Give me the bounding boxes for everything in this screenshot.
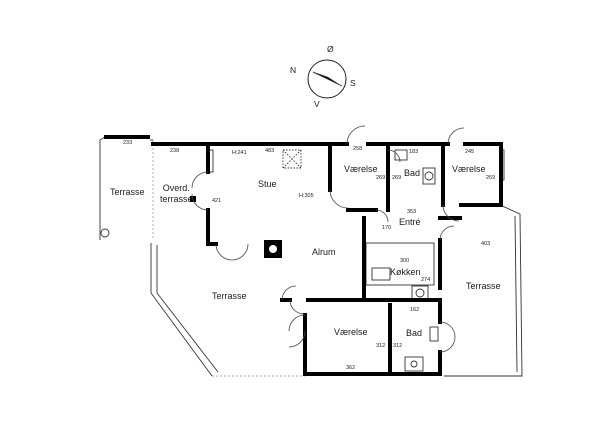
room-label-vaerelse-bottom: Værelse	[334, 327, 368, 337]
dimension-label: 421	[212, 198, 222, 204]
room-label-entre: Entré	[399, 217, 421, 227]
room-label-bad-bottom: Bad	[406, 328, 423, 338]
dimension-label: 403	[481, 241, 491, 247]
room-label-stue: Stue	[258, 179, 277, 189]
compass-north-label: N	[290, 65, 297, 75]
room-label-line: terrasse	[160, 194, 193, 204]
dimension-label: 269	[486, 175, 496, 181]
compass-east-label: Ø	[327, 44, 334, 54]
compass-west-label: V	[314, 99, 320, 109]
dimension-label: H:305	[299, 193, 314, 199]
dimension-label: 312	[376, 343, 386, 349]
dimension-label: 300	[400, 258, 410, 264]
dimension-label: 258	[353, 146, 363, 152]
dimension-label: 162	[410, 307, 420, 313]
room-label-terrasse-south: Terrasse	[212, 291, 247, 301]
dimension-label: 170	[382, 225, 392, 231]
room-label-bad-top: Bad	[404, 168, 421, 178]
dimension-label: H:241	[232, 150, 247, 156]
dimension-label: 269	[392, 175, 402, 181]
dimension-label: 312	[393, 343, 403, 349]
room-label-vaerelse-top: Værelse	[344, 164, 378, 174]
dimension-label: 238	[170, 148, 180, 154]
dimension-label: 245	[465, 149, 475, 155]
room-label-koekken: Køkken	[390, 267, 421, 277]
dimension-label: 274	[421, 277, 431, 283]
room-label-line: Overd.	[162, 183, 190, 193]
room-label-terrasse-east: Terrasse	[466, 281, 501, 291]
room-label-alrum: Alrum	[312, 247, 336, 257]
dimension-label: 353	[407, 209, 417, 215]
dimension-label: 269	[376, 175, 386, 181]
door-swings	[191, 125, 465, 353]
dimension-label: 183	[409, 149, 419, 155]
walls	[104, 135, 503, 376]
thin-outlines	[99, 136, 523, 377]
room-label-vaerelse-top-right: Værelse	[452, 164, 486, 174]
dimension-label: 483	[265, 148, 275, 154]
room-label-terrasse-west: Terrasse	[110, 187, 145, 197]
room-label-overdaekket-terrasse: Overd. terrasse	[160, 183, 193, 205]
dimension-label: 233	[123, 140, 133, 146]
terrace-boundaries	[152, 140, 305, 377]
fireplace	[190, 196, 282, 258]
compass-south-label: S	[350, 78, 356, 88]
dimension-label: 362	[346, 365, 356, 371]
compass-rose	[307, 59, 347, 99]
